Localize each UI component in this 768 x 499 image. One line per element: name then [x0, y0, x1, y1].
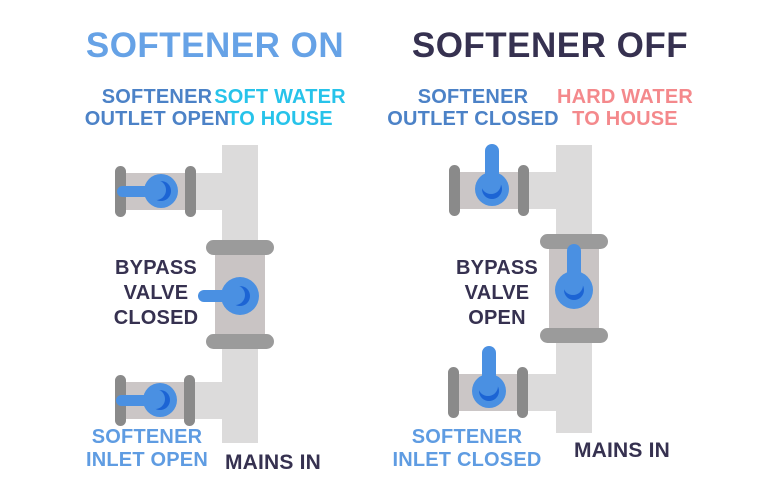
water-label-line1: HARD WATER [556, 86, 694, 108]
outlet-valve [144, 174, 178, 208]
bypass-valve-indicator-cover [225, 285, 245, 305]
water-to-house-label: HARD WATER TO HOUSE [525, 86, 725, 130]
softener-inlet-label: SOFTENER INLET CLOSED [384, 426, 550, 472]
inlet-valve [143, 383, 177, 417]
inlet-flange-right [517, 367, 528, 418]
outlet-valve [475, 172, 509, 206]
softener-outlet-label-line2: OUTLET CLOSED [387, 108, 559, 130]
softener-inlet-label-line1: SOFTENER [411, 426, 523, 448]
outlet-flange-right [518, 165, 529, 216]
bypass-valve-indicator-cover [563, 275, 583, 295]
bypass-valve [221, 277, 259, 315]
softener-outlet-label-line1: SOFTENER [101, 86, 213, 108]
outlet-flange-left [449, 165, 460, 216]
bypass-flange-top [206, 240, 274, 255]
panel-title: SOFTENER OFF [411, 26, 689, 65]
bypass-flange-bottom [206, 334, 274, 349]
outlet-flange-right [185, 166, 196, 217]
bypass-valve-label: BYPASS VALVE OPEN [397, 256, 597, 331]
bypass-label-line1: BYPASS [115, 257, 197, 279]
softener-inlet-label: SOFTENER INLET OPEN [47, 426, 247, 472]
water-label-line2: TO HOUSE [572, 108, 678, 130]
inlet-flange-right [184, 375, 195, 426]
inlet-branch-connector [522, 374, 558, 411]
bypass-flange-top [540, 234, 608, 249]
mains-in-label: MAINS IN [224, 451, 322, 474]
softener-inlet-label-line1: SOFTENER [91, 426, 203, 448]
water-label-line1: SOFT WATER [214, 86, 346, 108]
panel-softener-on: SOFTENER ON SOFTENER OUTLET OPEN SOFT WA… [47, 26, 380, 474]
inlet-valve-indicator-cover [478, 376, 498, 396]
bypass-valve-label: BYPASS VALVE CLOSED [56, 256, 256, 331]
softener-inlet-label-line2: INLET OPEN [85, 449, 208, 471]
bypass-label-line3: OPEN [468, 307, 526, 329]
bypass-label-line1: BYPASS [456, 257, 538, 279]
inlet-branch-connector [193, 382, 225, 419]
bypass-label-line2: VALVE [123, 282, 189, 304]
softener-outlet-label-line1: SOFTENER [417, 86, 529, 108]
water-to-house-label: SOFT WATER TO HOUSE [180, 86, 380, 130]
inlet-valve-indicator-cover [145, 389, 165, 409]
outlet-valve-indicator-cover [481, 174, 501, 194]
softener-outlet-label: SOFTENER OUTLET OPEN [57, 86, 257, 130]
outlet-valve-handle [117, 186, 165, 197]
outlet-branch-connector [193, 173, 225, 210]
softener-inlet-label-line2: INLET CLOSED [392, 449, 542, 471]
softener-outlet-label: SOFTENER OUTLET CLOSED [384, 86, 562, 130]
mains-in-label: MAINS IN [573, 439, 671, 462]
inlet-valve [472, 374, 506, 408]
bypass-flange-bottom [540, 328, 608, 343]
panel-title: SOFTENER ON [85, 26, 345, 65]
water-label-line2: TO HOUSE [227, 108, 333, 130]
outlet-valve-indicator-cover [146, 180, 166, 200]
panel-softener-off: SOFTENER OFF SOFTENER OUTLET CLOSED HARD… [384, 0, 768, 499]
inlet-flange-left [448, 367, 459, 418]
bypass-label-line3: CLOSED [113, 307, 199, 329]
inlet-valve-handle [116, 395, 164, 406]
bypass-label-line2: VALVE [464, 282, 530, 304]
bypass-valve [555, 271, 593, 309]
softener-outlet-label-line2: OUTLET OPEN [84, 108, 230, 130]
